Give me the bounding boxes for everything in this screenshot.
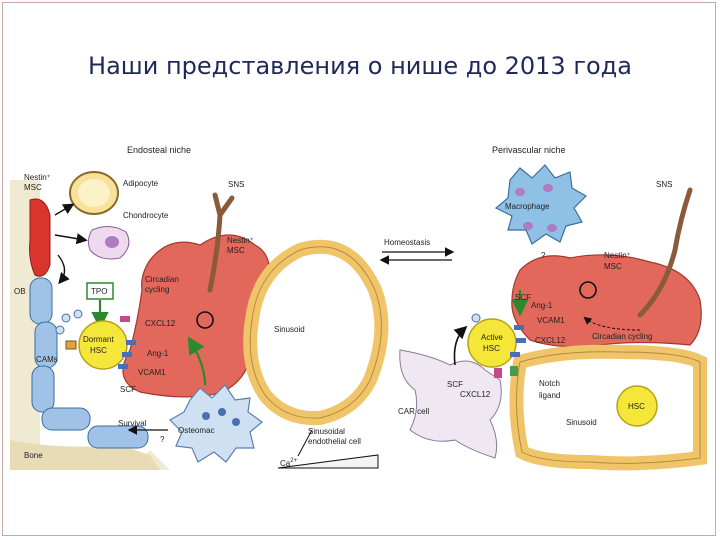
- calcium-gradient-wedge: [277, 454, 379, 469]
- label-msc-left: MSC: [24, 183, 42, 192]
- label-scf-left: SCF: [120, 385, 136, 394]
- nestin-msc-stromal-cell: [122, 234, 271, 398]
- label-nestin-left: Nestin⁺: [24, 173, 51, 182]
- car-cell: [399, 349, 502, 459]
- label-homeostasis: Homeostasis: [384, 238, 430, 247]
- osteomac-granule: [218, 408, 226, 416]
- receptor-ligands-left: [55, 309, 136, 369]
- macrophage-granule: [543, 184, 553, 192]
- label-msc-right: MSC: [604, 262, 622, 271]
- macrophage-granule: [523, 222, 533, 230]
- label-chondrocyte: Chondrocyte: [123, 211, 169, 220]
- label-sinusoid-right: Sinusoid: [566, 418, 597, 427]
- label-sinusoidal: Sinusoidal: [308, 427, 345, 436]
- macrophage-granule: [547, 224, 557, 232]
- label-question-left: ?: [160, 435, 165, 444]
- macrophage-cell: [494, 164, 587, 245]
- adipocyte-lipid: [78, 179, 110, 207]
- label-hsc-sinusoid: HSC: [628, 402, 645, 411]
- sinusoid-vessel-right: [509, 344, 707, 471]
- osteomac-cell: [169, 384, 263, 463]
- label-scf-top: SCF: [515, 293, 531, 302]
- osteomac-arrow: [187, 336, 207, 386]
- label-tpo: TPO: [91, 287, 107, 296]
- label-active: Active: [481, 333, 503, 342]
- label-dormant: Dormant: [83, 335, 114, 344]
- circadian-arrow-right: [583, 316, 641, 331]
- label-cycling: cycling: [145, 285, 169, 294]
- label-notch: Notch: [539, 379, 560, 388]
- label-cxcl12-left: CXCL12: [145, 319, 176, 328]
- arrow-to-ob: [57, 254, 70, 285]
- label-nestin-mid: Nestin⁺: [227, 236, 254, 245]
- osteomac-granule: [202, 412, 210, 420]
- nestin-msc-cell-right: [511, 254, 702, 348]
- label-survival: Survival: [118, 419, 147, 428]
- active-hsc-cell: [467, 318, 517, 368]
- chondrocyte-nucleus: [105, 236, 119, 248]
- label-macrophage: Macrophage: [505, 202, 550, 211]
- label-vcam1-left: VCAM1: [138, 368, 166, 377]
- endothelial-pointer: [297, 429, 313, 457]
- sns-nerve-fiber: [207, 192, 235, 293]
- macrophage-granule: [515, 188, 525, 196]
- osteomac-granule: [232, 418, 240, 426]
- label-adipocyte: Adipocyte: [123, 179, 159, 188]
- label-question-right: ?: [541, 251, 546, 260]
- hsc-in-sinusoid: [616, 385, 658, 427]
- circadian-cycle-icon-right: [579, 281, 597, 299]
- label-vcam1-right: VCAM1: [537, 316, 565, 325]
- osteoblast-lining: [29, 277, 149, 449]
- sns-nerve-fiber-right: [637, 187, 693, 318]
- cycling-arrow: [453, 325, 468, 366]
- label-nestin-right: Nestin⁺: [604, 251, 631, 260]
- tpo-box: [86, 282, 114, 300]
- label-cxcl12-top: CXCL12: [535, 336, 566, 345]
- slide-title: Наши представления о нише до 2013 года: [88, 52, 632, 80]
- label-cxcl12-bottom: CXCL12: [460, 390, 491, 399]
- label-bone: Bone: [24, 451, 43, 460]
- label-ang1-left: Ang-1: [147, 349, 169, 358]
- label-sns-left: SNS: [228, 180, 244, 189]
- label-ang1-right: Ang-1: [531, 301, 553, 310]
- endosteal-niche-heading: Endosteal niche: [127, 145, 191, 155]
- label-scf-left-right: SCF: [447, 380, 463, 389]
- label-ligand: ligand: [539, 391, 560, 400]
- label-msc-mid: MSC: [227, 246, 245, 255]
- nestin-msc-cell-left: [29, 198, 51, 277]
- label-car-cell: CAR cell: [398, 407, 429, 416]
- receptor-ligands-right: [471, 313, 526, 378]
- label-circadian-cycling: Circadian cycling: [592, 332, 652, 341]
- dormant-hsc-cell: [78, 320, 128, 370]
- arrow-to-adipocyte: [54, 203, 75, 216]
- sinusoid-outline-left: [249, 246, 382, 419]
- sinusoid-outline-right: [515, 351, 701, 464]
- label-cams: CAMs: [36, 355, 58, 364]
- label-sinusoid-left: Sinusoid: [274, 325, 305, 334]
- label-hsc-active: HSC: [483, 344, 500, 353]
- label-endothelial: endothelial cell: [308, 437, 361, 446]
- label-ca: Ca2+: [280, 458, 298, 468]
- arrow-to-chondrocyte: [54, 233, 88, 245]
- label-circadian: Circadian: [145, 275, 179, 284]
- label-ob: OB: [14, 287, 26, 296]
- bone-region: [10, 180, 170, 470]
- label-osteomac: Osteomac: [178, 426, 214, 435]
- label-hsc-dormant: HSC: [90, 346, 107, 355]
- circadian-cycle-icon: [196, 311, 214, 329]
- perivascular-niche-heading: Perivascular niche: [492, 145, 566, 155]
- label-sns-right: SNS: [656, 180, 672, 189]
